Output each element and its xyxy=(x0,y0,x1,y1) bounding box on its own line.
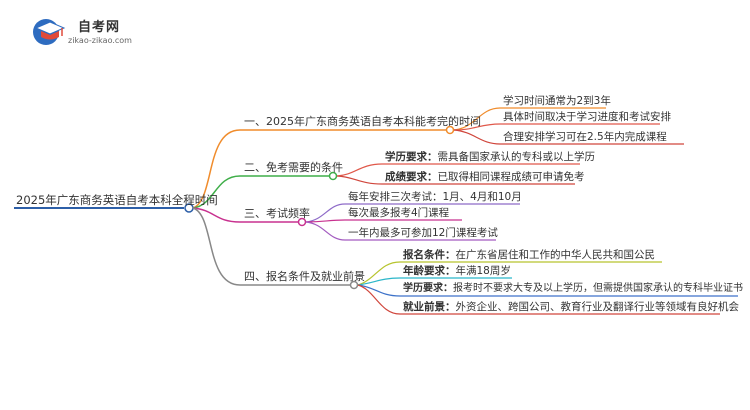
b2-leaf-2: 成绩要求：已取得相同课程成绩可申请免考 xyxy=(385,170,585,184)
link-root-b4 xyxy=(192,207,241,286)
link-b3-l3 xyxy=(305,221,346,241)
b4-leaf-2-label: 年龄要求： xyxy=(403,265,456,277)
b2-leaf-1-label: 学历要求： xyxy=(385,151,438,163)
link-b1-l1 xyxy=(453,107,501,131)
b3-node xyxy=(297,217,307,227)
b2-leaf-2-text: 已取得相同课程成绩可申请免考 xyxy=(437,171,585,183)
b3-leaf-3: 一年内最多可参加12门课程考试 xyxy=(348,227,498,239)
b2-node xyxy=(328,171,338,181)
link-b4-l1 xyxy=(357,261,401,286)
branch-1-title: 一、2025年广东商务英语自考本科能考完的时间 xyxy=(244,115,481,128)
b2-leaf-1-text: 需具备国家承认的专科或以上学历 xyxy=(437,151,596,163)
b3-leaf-2: 每次最多报考4门课程 xyxy=(348,207,450,219)
b4-leaf-3-label: 学历要求： xyxy=(403,283,453,294)
link-b2-l2 xyxy=(336,175,383,185)
site-logo[interactable]: 自考网 zikao-zikao.com xyxy=(30,14,170,54)
b4-leaf-1-text: 在广东省居住和工作的中华人民共和国公民 xyxy=(455,249,656,261)
branch-4-title: 四、报名条件及就业前景 xyxy=(244,270,365,283)
b4-leaf-2: 年龄要求：年满18周岁 xyxy=(403,264,511,278)
b1-node xyxy=(445,125,455,135)
b4-leaf-3: 学历要求：报考时不要求大专及以上学历，但需提供国家承认的专科毕业证书 xyxy=(403,282,743,296)
link-b4-l3 xyxy=(357,284,401,297)
link-root-b3 xyxy=(192,207,241,223)
b4-leaf-4-label: 就业前景： xyxy=(403,301,456,313)
b4-node xyxy=(349,280,359,290)
b3-leaf-1: 每年安排三次考试：1月、4月和10月 xyxy=(348,191,522,203)
b2-leaf-2-label: 成绩要求： xyxy=(385,171,438,183)
b1-leaf-3: 合理安排学习可在2.5年内完成课程 xyxy=(503,131,667,143)
link-b4-l4 xyxy=(357,284,401,315)
link-root-b2 xyxy=(192,175,241,209)
b1-leaf-1: 学习时间通常为2到3年 xyxy=(503,95,611,107)
b4-leaf-1-label: 报名条件： xyxy=(403,249,456,261)
graduation-cap-icon xyxy=(33,19,66,45)
logo-url: zikao-zikao.com xyxy=(68,36,132,45)
link-b2-l1 xyxy=(336,163,383,177)
link-b3-l2 xyxy=(305,219,346,223)
b4-leaf-4: 就业前景：外资企业、跨国公司、教育行业及翻译行业等领域有良好机会 xyxy=(403,300,739,314)
b1-leaf-2: 具体时间取决于学习进度和考试安排 xyxy=(503,111,671,123)
b4-leaf-3-text: 报考时不要求大专及以上学历，但需提供国家承认的专科毕业证书 xyxy=(453,283,743,294)
b4-leaf-2-text: 年满18周岁 xyxy=(455,265,511,277)
link-b4-l2 xyxy=(357,277,401,286)
link-b1-l2 xyxy=(453,123,501,131)
b2-leaf-1: 学历要求：需具备国家承认的专科或以上学历 xyxy=(385,150,595,164)
logo-name: 自考网 xyxy=(78,20,121,35)
b4-leaf-4-text: 外资企业、跨国公司、教育行业及翻译行业等领域有良好机会 xyxy=(455,301,740,313)
b4-leaf-1: 报名条件：在广东省居住和工作的中华人民共和国公民 xyxy=(403,248,655,262)
branch-3-title: 三、考试频率 xyxy=(244,207,310,220)
link-b3-l1 xyxy=(305,203,346,223)
link-b1-l3 xyxy=(453,129,501,145)
link-root-b1 xyxy=(192,129,241,209)
root-topic: 2025年广东商务英语自考本科全程时间 xyxy=(16,193,218,207)
branch-2-title: 二、免考需要的条件 xyxy=(244,161,343,174)
